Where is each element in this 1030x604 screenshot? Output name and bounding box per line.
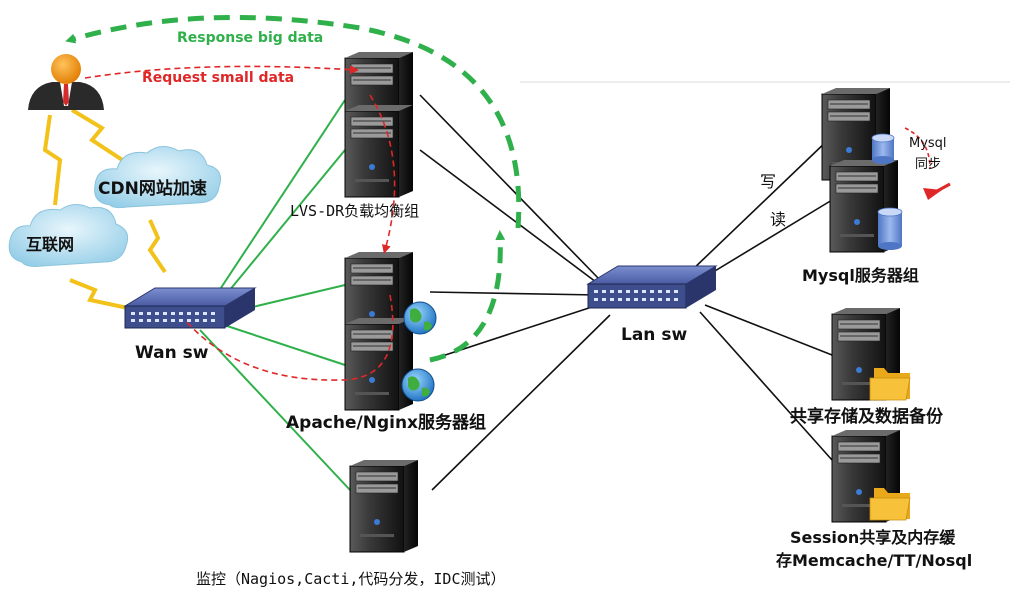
link-web1-lan: [429, 291, 599, 296]
mysql-sync-label: Mysql: [909, 136, 947, 151]
wan-switch-label: Wan sw: [135, 343, 209, 363]
request-flow-label: Request small data: [142, 70, 295, 86]
lightning-bolt-icon: [42, 108, 167, 310]
write-label: 写: [760, 172, 777, 191]
request-arrow-web-return: [184, 294, 394, 381]
lan-links: [419, 94, 833, 491]
globe-icon: [401, 368, 435, 402]
lan-switch-label: Lan sw: [621, 325, 688, 345]
request-arrow-lvs-to-web: [369, 94, 396, 254]
lightning-bolt-icon: [69, 278, 129, 310]
cdn-label: CDN网站加速: [98, 179, 207, 199]
monitor-server: [349, 459, 419, 553]
wan-switch: [123, 287, 257, 329]
mysql-group-label: Mysql服务器组: [802, 266, 919, 285]
internet-label: 互联网: [26, 235, 75, 254]
web-group-label: Apache/Nginx服务器组: [286, 413, 487, 433]
cloud-icon: [94, 146, 221, 209]
cloud-icon: [8, 204, 129, 267]
link-lan-mysql1: [689, 137, 831, 273]
cloud-icon: [8, 204, 129, 267]
session-cache-label: 存Memcache/TT/Nosql: [776, 551, 973, 570]
lightning-bolt-icon: [147, 219, 167, 274]
lan-switch: [586, 265, 718, 309]
link-monitor-lan: [431, 314, 611, 491]
folder-icon: [869, 488, 911, 521]
lightning-bolt-icon: [42, 114, 63, 206]
globe-icon: [403, 301, 437, 335]
link-lvs1-lan: [419, 94, 601, 281]
link-lan-storage: [704, 304, 833, 356]
response-flow-label: Response big data: [177, 30, 324, 46]
response-arrow-lower: [429, 230, 506, 363]
folder-icon: [869, 368, 911, 401]
link-wan-web2: [214, 321, 346, 366]
link-lan-mysql2: [699, 199, 833, 281]
lvs-server-2: [344, 104, 414, 198]
mysql-sync-arrow: [927, 182, 951, 198]
database-icon: [871, 133, 895, 164]
session-cache-label: Session共享及内存缓: [790, 528, 956, 547]
mysql-sync-label: 同步: [915, 157, 942, 172]
database-icon: [877, 207, 903, 250]
link-wan-lvs1: [204, 99, 346, 313]
link-lan-session: [699, 311, 833, 461]
monitor-label: 监控（Nagios,Cacti,代码分发，IDC测试）: [196, 570, 506, 588]
response-arrow-upper: [65, 14, 522, 229]
request-arrow-top: [84, 65, 359, 79]
mysql-sync-line: [904, 127, 931, 169]
read-label: 读: [770, 210, 787, 229]
lvs-group-label: LVS-DR负载均衡组: [290, 202, 420, 220]
link-wan-monitor: [199, 329, 351, 491]
link-wan-lvs2: [209, 149, 346, 315]
link-lvs2-lan: [419, 149, 601, 286]
lightning-bolt-icon: [70, 108, 132, 167]
shared-storage-label: 共享存储及数据备份: [790, 407, 943, 427]
web-server-2: [344, 317, 414, 411]
user-icon: [28, 54, 104, 110]
cloud-icon: [94, 146, 221, 209]
